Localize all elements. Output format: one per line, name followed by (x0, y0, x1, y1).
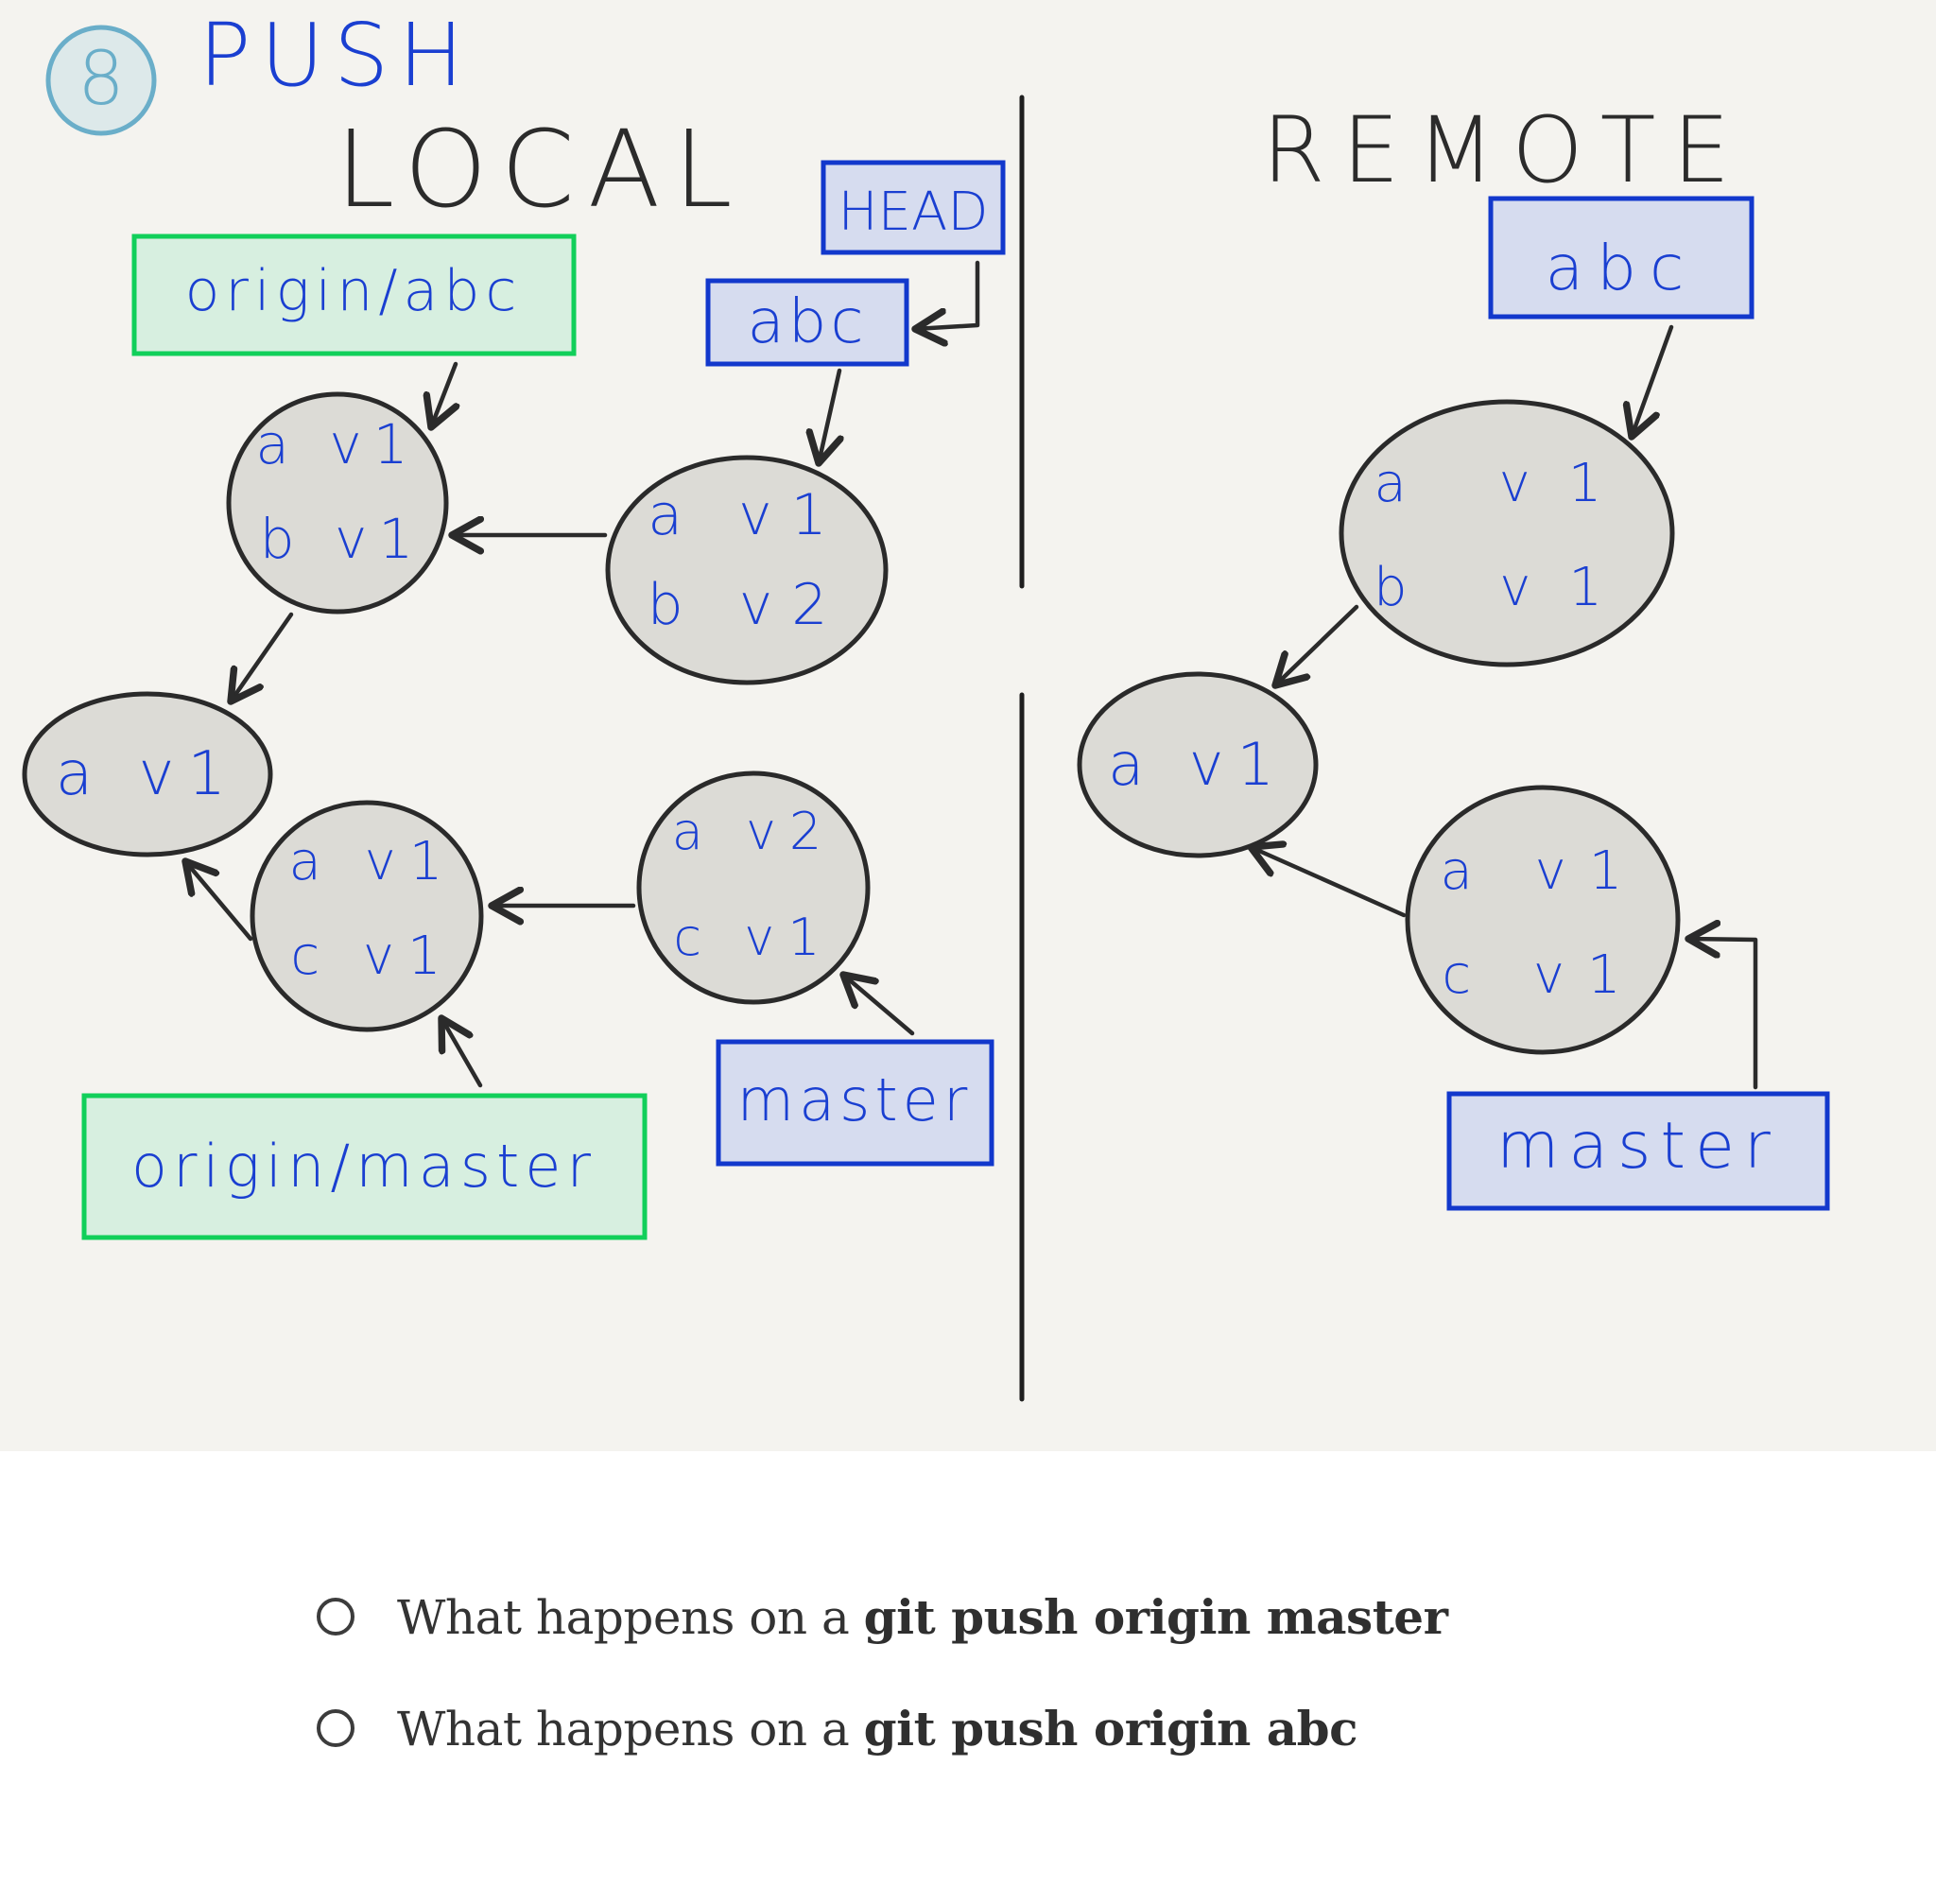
edge-master-to-node (843, 975, 915, 1036)
edge-origin-master-to-node (441, 1018, 483, 1088)
git-push-diagram: 8 PUSH LOCAL REMOTE origin/abc HEAD abc … (22, 5, 1830, 1402)
question-list: What happens on a git push origin master… (317, 1588, 1640, 1811)
git-command: git push origin master (863, 1588, 1448, 1645)
step-badge: 8 (45, 25, 157, 136)
svg-text:c v1: c v1 (1442, 944, 1643, 1006)
origin-master-label: origin/master (131, 1132, 596, 1201)
local-label: LOCAL (336, 109, 746, 232)
step-number: 8 (78, 37, 125, 122)
edge-head-to-abc (915, 260, 980, 329)
local-abc-box: abc (705, 278, 909, 367)
edge-remote-bottom-to-root (1251, 847, 1407, 918)
edge-abc-to-node (819, 368, 839, 463)
local-abc-label: abc (747, 287, 867, 357)
head-box: HEAD (821, 160, 1006, 255)
edge-bv1-to-root (231, 612, 294, 701)
commit-node-a-v2-c-v1: a v2 c v1 (636, 770, 871, 1005)
local-master-label: master (737, 1065, 973, 1134)
step-circle (45, 25, 157, 136)
remote-commit-node-root: a v1 (1077, 671, 1319, 858)
remote-abc-label: abc (1546, 232, 1698, 304)
svg-text:a v1: a v1 (648, 482, 846, 548)
remote-commit-node-a-v1-c-v1: a v1 c v1 (1405, 785, 1681, 1055)
sketch-canvas: 8 PUSH LOCAL REMOTE origin/abc HEAD abc … (0, 0, 1936, 1451)
svg-text:a v1: a v1 (289, 831, 457, 892)
commit-node-a-v1-c-v1: a v1 c v1 (250, 800, 484, 1032)
git-command: git push origin abc (863, 1700, 1358, 1757)
svg-text:c v1: c v1 (290, 926, 454, 987)
svg-text:b v1: b v1 (1374, 557, 1640, 618)
svg-text:a v1: a v1 (1441, 840, 1646, 902)
question-text: What happens on a git push origin master (397, 1588, 1448, 1645)
svg-text:a v1: a v1 (1108, 730, 1288, 799)
commit-node-root: a v1 (22, 691, 273, 857)
question-option-push-abc[interactable]: What happens on a git push origin abc (317, 1700, 1640, 1757)
remote-abc-box: abc (1488, 196, 1754, 320)
edge-remote-abc-to-node (1632, 324, 1674, 437)
remote-label: REMOTE (1262, 97, 1747, 203)
remote-master-label: master (1496, 1109, 1780, 1184)
radio-button[interactable] (317, 1709, 354, 1747)
origin-abc-box: origin/abc (131, 234, 577, 356)
head-label: HEAD (838, 182, 989, 243)
svg-text:b v2: b v2 (648, 572, 847, 638)
edge-cv1-to-root (185, 861, 253, 942)
origin-master-box: origin/master (81, 1093, 648, 1240)
remote-master-box: master (1446, 1091, 1830, 1211)
edge-origin-abc-to-node (431, 361, 456, 427)
svg-text:a v1: a v1 (56, 739, 239, 809)
local-master-box: master (716, 1039, 994, 1167)
svg-text:a v2: a v2 (672, 802, 836, 861)
edge-remote-master-to-node (1688, 939, 1758, 1090)
svg-text:a v1: a v1 (255, 412, 419, 476)
diagram-title: PUSH (199, 5, 473, 106)
commit-node-a-v1-b-v1: a v1 b v1 (226, 391, 449, 614)
remote-commit-node-a-v1-b-v1: a v1 b v1 (1339, 399, 1675, 667)
svg-text:a v1: a v1 (1374, 453, 1640, 514)
radio-button[interactable] (317, 1598, 354, 1636)
question-text: What happens on a git push origin abc (397, 1700, 1358, 1757)
origin-abc-label: origin/abc (185, 258, 523, 324)
edge-remote-top-to-root (1275, 604, 1359, 685)
commit-node-a-v1-b-v2: a v1 b v2 (605, 455, 889, 685)
svg-text:b v1: b v1 (260, 507, 424, 571)
question-option-push-master[interactable]: What happens on a git push origin master (317, 1588, 1640, 1645)
svg-text:c v1: c v1 (673, 908, 833, 967)
